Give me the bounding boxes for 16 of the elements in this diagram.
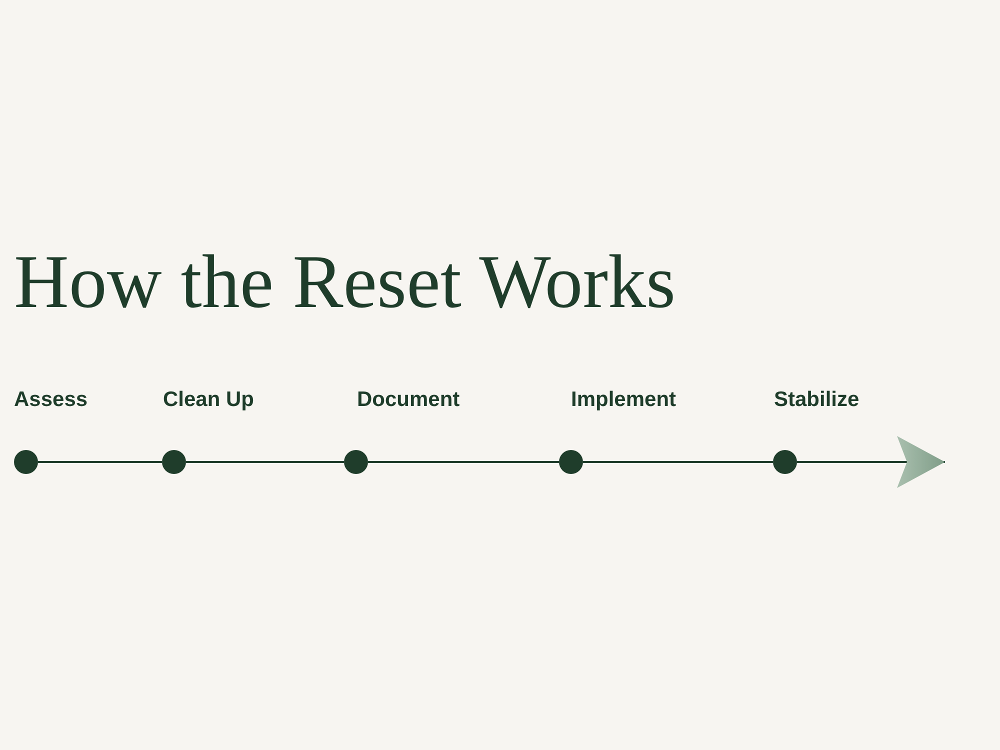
- milestone-dot-icon: [162, 450, 186, 474]
- milestone-dot-icon: [14, 450, 38, 474]
- arrow: [797, 436, 945, 488]
- milestone-dot-icon: [344, 450, 368, 474]
- step-label: Document: [357, 388, 460, 412]
- connector-line: [583, 461, 773, 463]
- step-label: Implement: [571, 388, 676, 412]
- connector-line: [368, 461, 559, 463]
- title: How the Reset Works: [14, 244, 676, 320]
- milestone-dot-icon: [773, 450, 797, 474]
- step-label: Stabilize: [774, 388, 860, 412]
- step-label: Assess: [14, 388, 88, 412]
- connector-line: [38, 461, 162, 463]
- step-label: Clean Up: [163, 388, 254, 412]
- connector-line: [186, 461, 344, 463]
- milestone-dot-icon: [559, 450, 583, 474]
